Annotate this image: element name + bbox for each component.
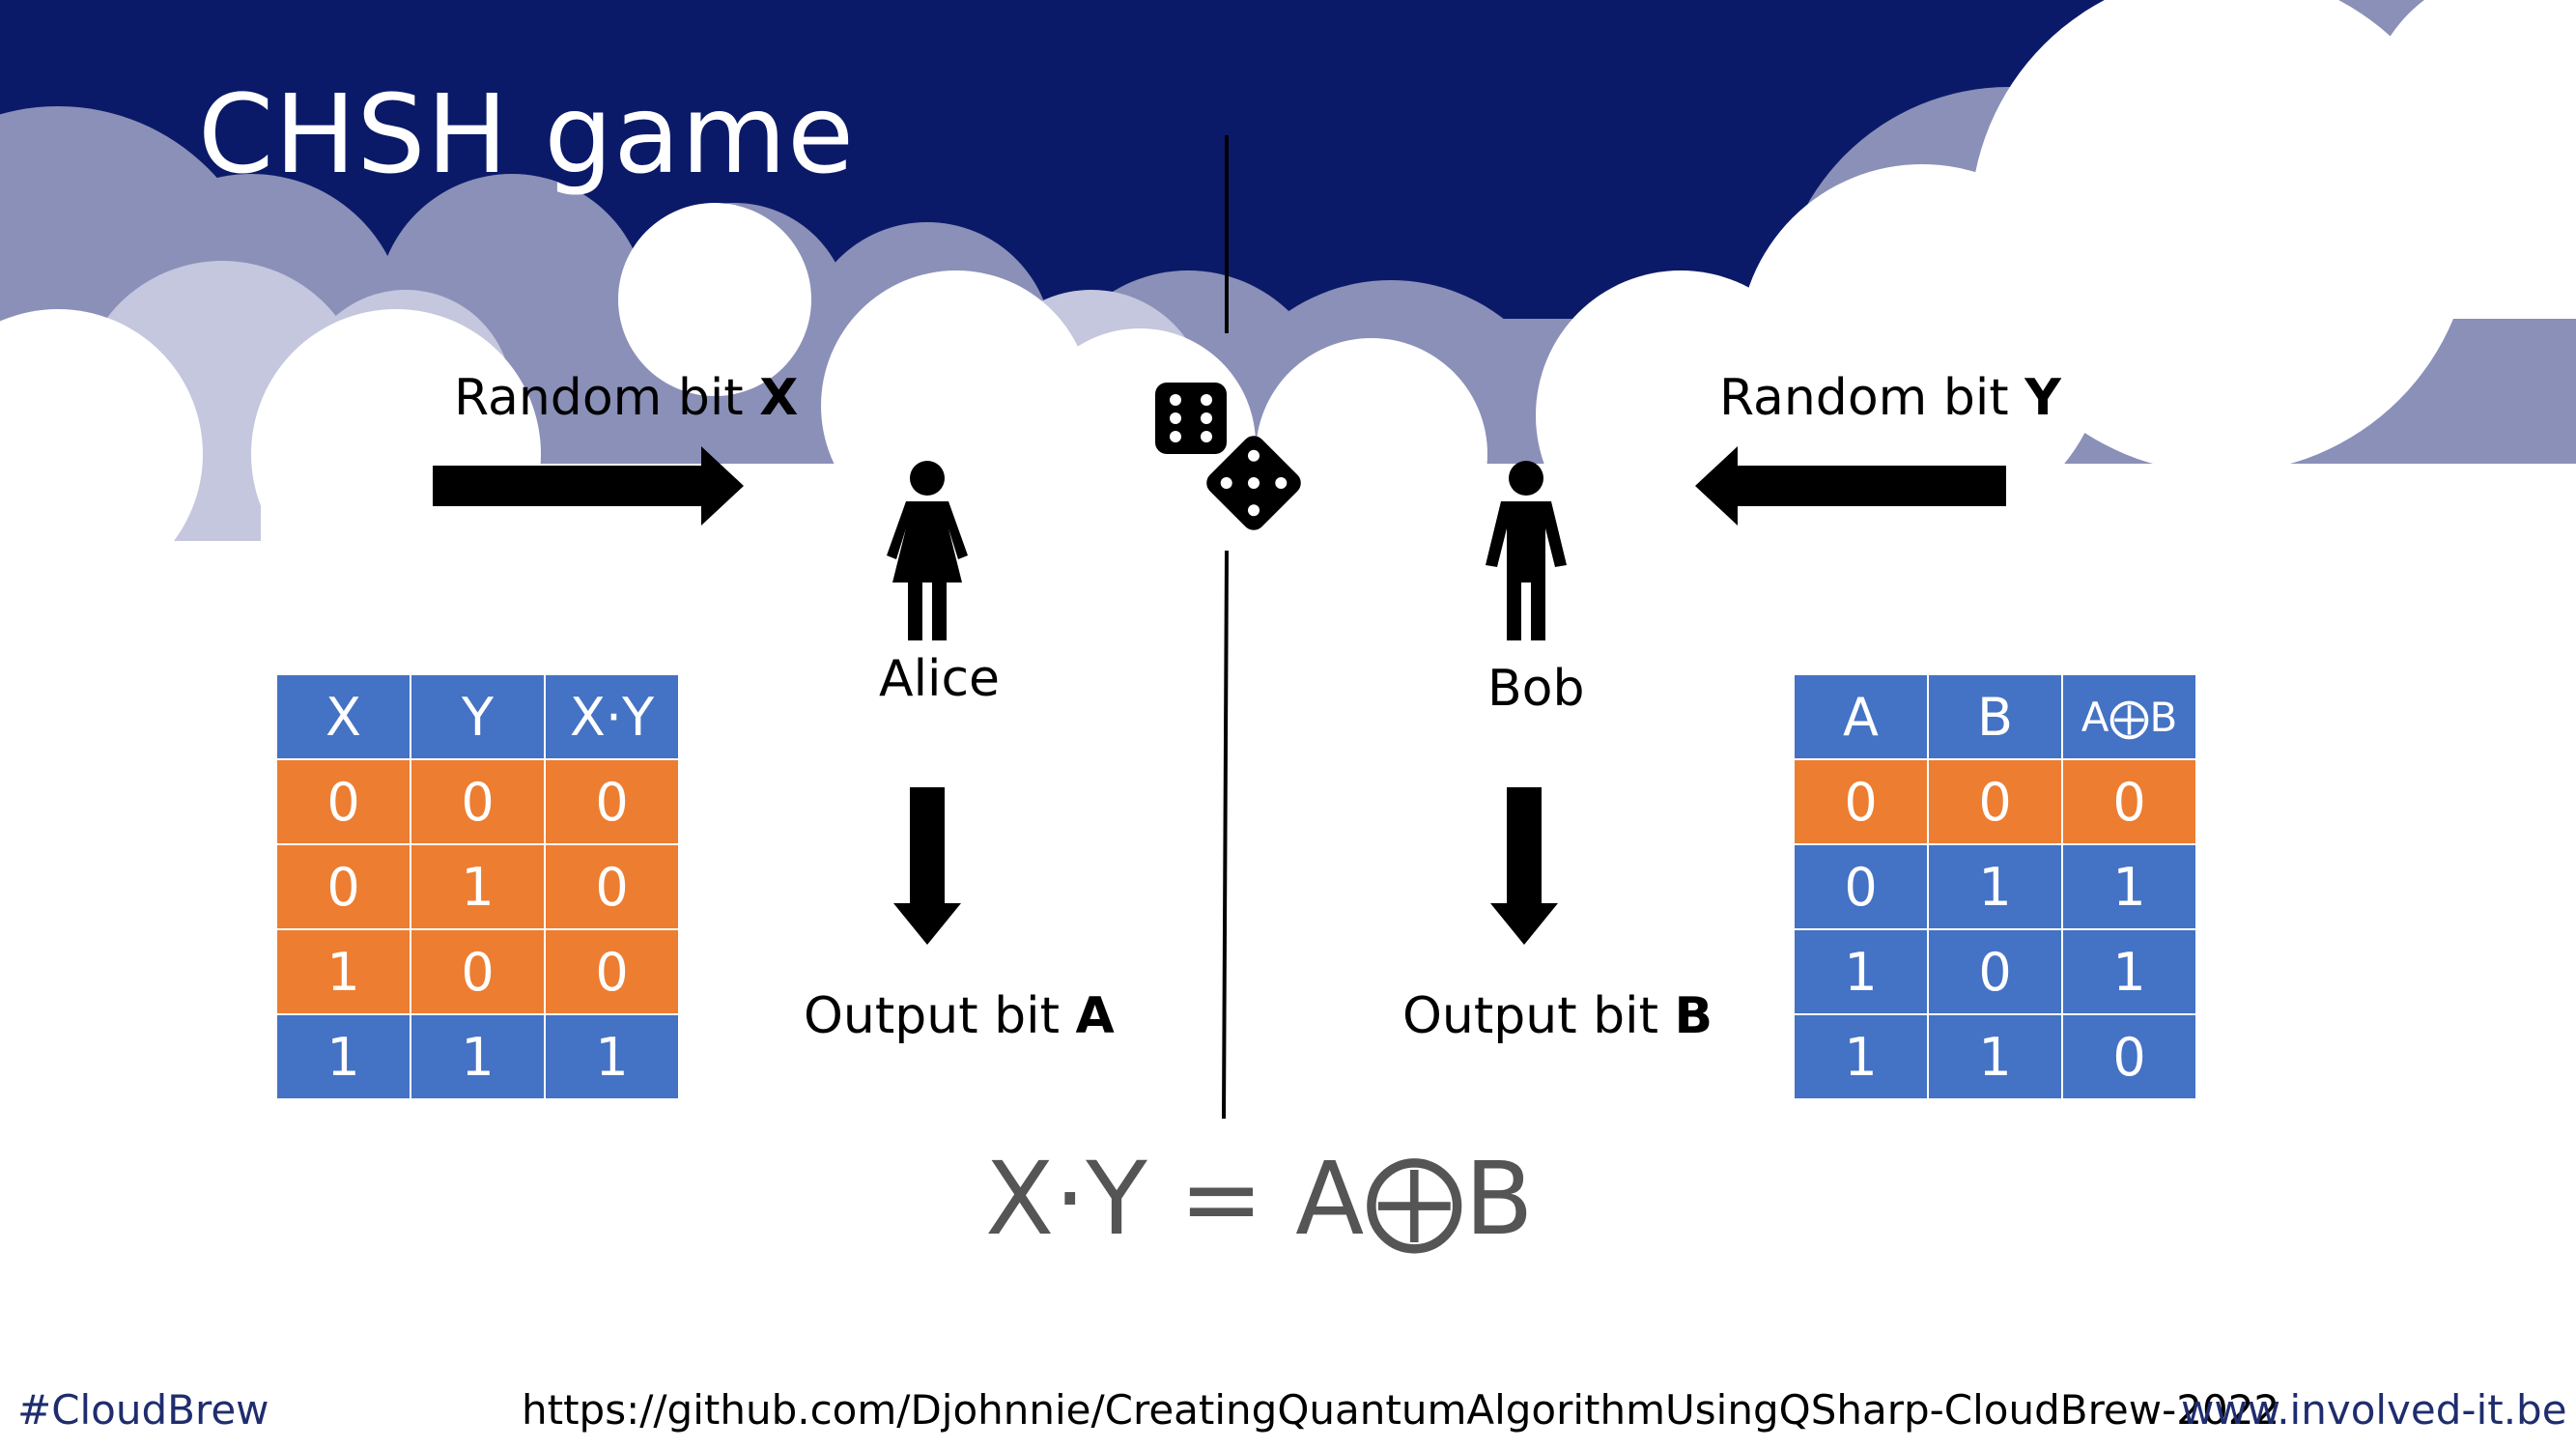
separator-line xyxy=(1222,135,1229,1120)
table-row: 1 0 1 xyxy=(1793,928,2197,1015)
bob-label: Bob xyxy=(1487,660,1585,718)
footer-repo-link[interactable]: https://github.com/Djohnnie/CreatingQuan… xyxy=(522,1386,2280,1434)
table-cell: 0 xyxy=(2061,758,2197,845)
table-cell: 0 xyxy=(544,843,680,930)
footer-website-link[interactable]: www.involved-it.be xyxy=(2181,1386,2567,1434)
woman-icon xyxy=(887,461,968,640)
table-cell: 1 xyxy=(1927,843,2063,930)
dice-icon xyxy=(1155,383,1301,530)
output-bit-b-label: Output bit B xyxy=(1402,987,1713,1045)
chsh-win-condition-formula: X·Y = A⨁B xyxy=(985,1140,1534,1258)
table-cell: 0 xyxy=(2061,1013,2197,1100)
table-cell: 1 xyxy=(1793,928,1929,1015)
table-cell: 0 xyxy=(544,928,680,1015)
table-row: 0 1 1 xyxy=(1793,843,2197,930)
table-cell: 1 xyxy=(1793,1013,1929,1100)
table-cell: 0 xyxy=(1927,758,2063,845)
table-row: 1 0 0 xyxy=(275,928,680,1015)
table-cell: 0 xyxy=(544,758,680,845)
table-cell: 0 xyxy=(1793,758,1929,845)
table-cell: 0 xyxy=(275,843,411,930)
table-cell: 0 xyxy=(1927,928,2063,1015)
table-row: 1 1 1 xyxy=(275,1013,680,1100)
table-row: 0 1 0 xyxy=(275,843,680,930)
table-cell: 1 xyxy=(275,1013,411,1100)
table-header-cell: X xyxy=(275,673,411,760)
table-cell: 1 xyxy=(410,843,546,930)
table-header-row: X Y X·Y xyxy=(275,673,680,760)
arrow-right-icon xyxy=(433,446,744,526)
table-cell: 0 xyxy=(275,758,411,845)
random-bit-y-label: Random bit Y xyxy=(1719,369,2061,427)
table-cell: 1 xyxy=(544,1013,680,1100)
output-bit-a-label: Output bit A xyxy=(804,987,1115,1045)
slide-title: CHSH game xyxy=(198,72,856,198)
table-cell: 1 xyxy=(2061,928,2197,1015)
table-cell: 0 xyxy=(410,928,546,1015)
arrow-left-icon xyxy=(1695,446,2006,526)
table-row: 0 0 0 xyxy=(1793,758,2197,845)
man-icon xyxy=(1486,461,1567,640)
table-cell: 0 xyxy=(410,758,546,845)
table-header-cell: B xyxy=(1927,673,2063,760)
truth-table-xy: X Y X·Y 0 0 0 0 1 0 1 0 0 1 1 1 xyxy=(275,673,680,1100)
table-cell: 1 xyxy=(2061,843,2197,930)
table-cell: 1 xyxy=(410,1013,546,1100)
truth-table-ab: A B A⨁B 0 0 0 0 1 1 1 0 1 1 1 0 xyxy=(1793,673,2197,1100)
table-header-cell: A⨁B xyxy=(2061,673,2197,760)
table-header-cell: A xyxy=(1793,673,1929,760)
table-cell: 1 xyxy=(275,928,411,1015)
table-cell: 0 xyxy=(1793,843,1929,930)
table-header-cell: X·Y xyxy=(544,673,680,760)
alice-label: Alice xyxy=(879,650,1001,708)
random-bit-x-label: Random bit X xyxy=(454,369,799,427)
table-header-cell: Y xyxy=(410,673,546,760)
table-row: 1 1 0 xyxy=(1793,1013,2197,1100)
table-cell: 1 xyxy=(1927,1013,2063,1100)
table-row: 0 0 0 xyxy=(275,758,680,845)
table-header-row: A B A⨁B xyxy=(1793,673,2197,760)
arrow-down-icon xyxy=(893,787,961,945)
arrow-down-icon xyxy=(1490,787,1558,945)
footer-hashtag: #CloudBrew xyxy=(17,1386,269,1434)
